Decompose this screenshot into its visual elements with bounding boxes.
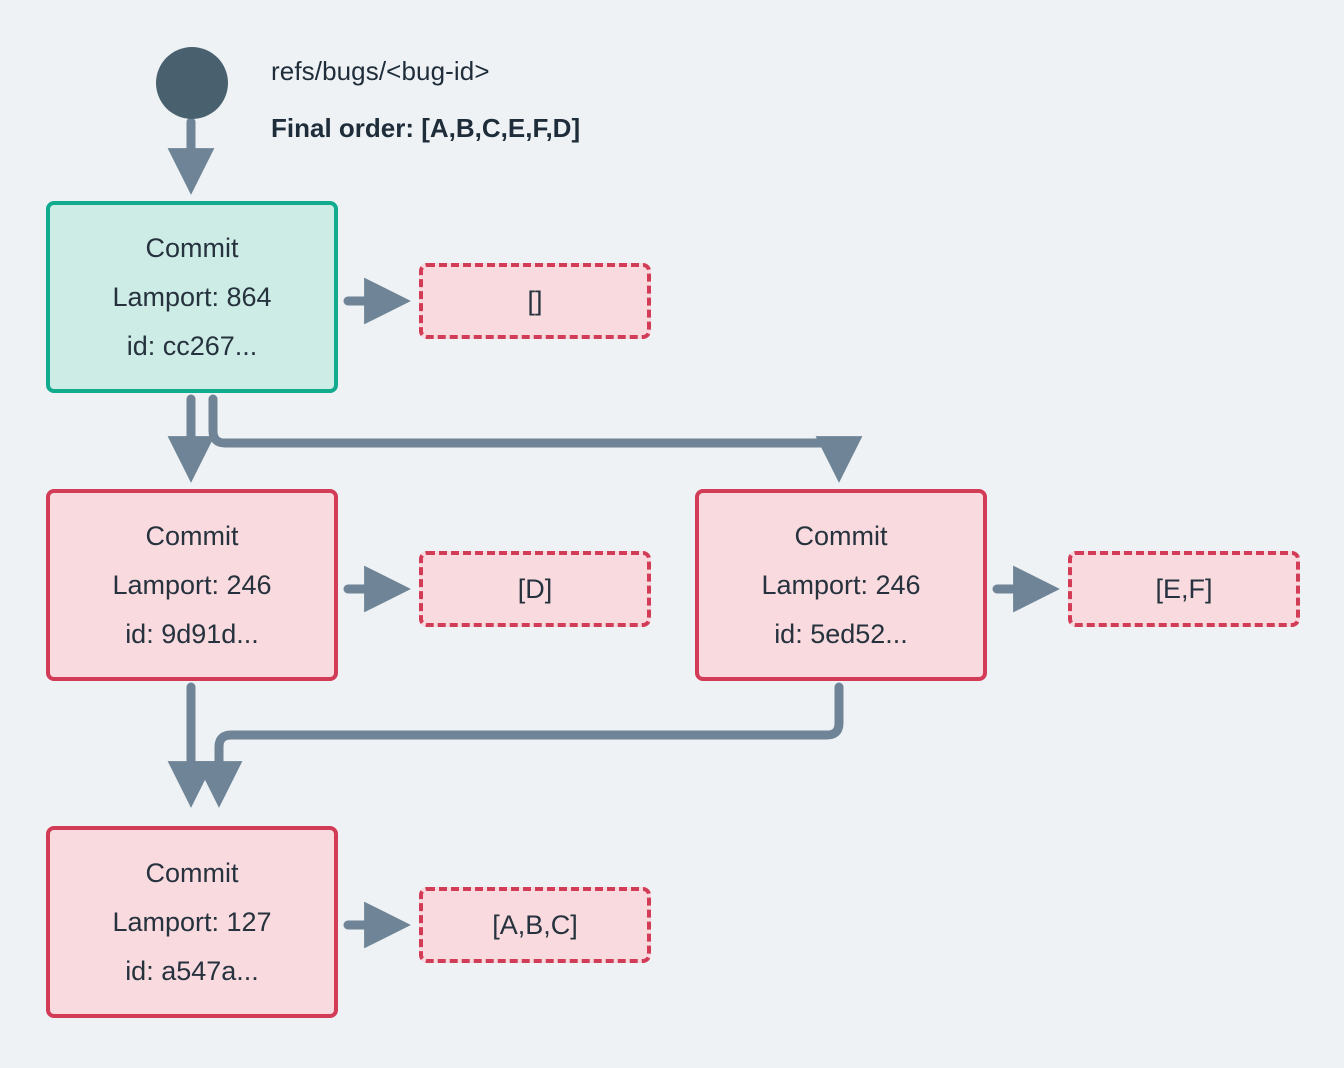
commit-node-head[interactable]: Commit Lamport: 864 id: cc267... xyxy=(46,201,338,393)
commit-id: id: 9d91d... xyxy=(125,618,259,649)
payload-box-left[interactable]: [D] xyxy=(419,551,651,627)
payload-box-head[interactable]: [] xyxy=(419,263,651,339)
payload-text: [E,F] xyxy=(1155,573,1213,604)
payload-text: [] xyxy=(527,285,543,316)
commit-title: Commit xyxy=(794,520,888,551)
commit-lamport: Lamport: 864 xyxy=(112,281,272,312)
payload-text: [A,B,C] xyxy=(492,909,578,940)
payload-box-bottom[interactable]: [A,B,C] xyxy=(419,887,651,963)
edge-right-to-bottom xyxy=(195,682,844,808)
commit-title: Commit xyxy=(145,232,239,263)
payload-text: [D] xyxy=(517,573,553,604)
commit-lamport: Lamport: 127 xyxy=(112,906,272,937)
payload-box-right[interactable]: [E,F] xyxy=(1068,551,1300,627)
ref-root-circle-icon[interactable] xyxy=(156,47,228,119)
edge-head-to-right xyxy=(208,394,863,483)
commit-title: Commit xyxy=(145,520,239,551)
commit-node-bottom[interactable]: Commit Lamport: 127 id: a547a... xyxy=(46,826,338,1018)
commit-id: id: 5ed52... xyxy=(774,618,908,649)
commit-id: id: a547a... xyxy=(125,955,259,986)
commit-id: id: cc267... xyxy=(126,330,258,361)
ref-path-label: refs/bugs/<bug-id> xyxy=(271,56,490,86)
commit-node-right[interactable]: Commit Lamport: 246 id: 5ed52... xyxy=(695,489,987,681)
final-order-label: Final order: [A,B,C,E,F,D] xyxy=(271,113,581,143)
commit-lamport: Lamport: 246 xyxy=(761,569,921,600)
commit-lamport: Lamport: 246 xyxy=(112,569,272,600)
commit-title: Commit xyxy=(145,857,239,888)
commit-node-left[interactable]: Commit Lamport: 246 id: 9d91d... xyxy=(46,489,338,681)
